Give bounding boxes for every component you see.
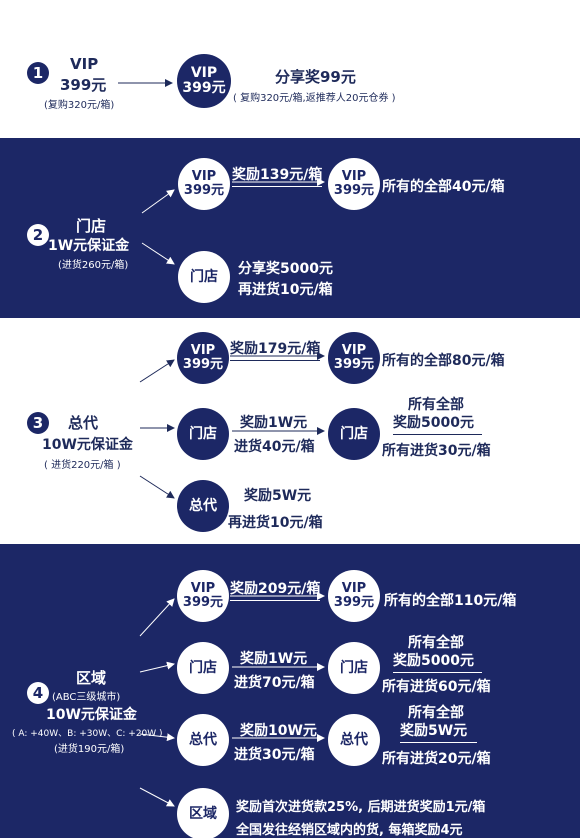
- step-number-1: 1: [27, 62, 49, 84]
- section-3-title: 总代: [68, 414, 99, 432]
- step-number-2: 2: [27, 224, 49, 246]
- section-2-reward-1: 奖励139元/箱: [232, 164, 323, 187]
- section-4-reward-3: 奖励10W元: [240, 723, 317, 739]
- section-2-subtitle: 1W元保证金: [48, 238, 130, 254]
- section-1-arrows: [118, 79, 173, 87]
- section-4-result-2a: 所有全部: [408, 635, 464, 651]
- section-3-subtitle: 10W元保证金: [42, 437, 133, 453]
- step-number-3: 3: [27, 412, 49, 434]
- section-3-reward-2: 奖励1W元: [240, 415, 308, 431]
- section-4-reward-4b: 全国发往经销区域内的货, 每箱奖励4元: [236, 823, 463, 838]
- step-number-4: 4: [27, 682, 49, 704]
- section-3-reward-1: 奖励179元/箱: [230, 338, 321, 361]
- section-4-note2: (进货190元/箱): [54, 744, 125, 755]
- section-1-subtitle: 399元: [60, 76, 107, 94]
- section-4-result-3a: 所有全部: [408, 705, 464, 721]
- section-3-reward-3b: 再进货10元/箱: [228, 515, 323, 531]
- section-1-reward: 分享奖99元: [275, 68, 356, 86]
- section-4-reward-2b: 进货70元/箱: [234, 675, 315, 691]
- section-3-result-2b: 奖励5000元: [393, 412, 482, 435]
- section-1-note: (复购320元/箱): [44, 100, 115, 111]
- section-1-reward-note: ( 复购320元/箱,返推荐人20元仓券 ): [233, 93, 396, 104]
- section-4-title: 区域: [76, 669, 107, 687]
- section-3-note: ( 进货220元/箱 ): [44, 460, 121, 471]
- section-3-reward-2b: 进货40元/箱: [234, 439, 315, 455]
- store-circle: 门店: [178, 251, 230, 303]
- section-4-result-2b: 奖励5000元: [393, 650, 482, 673]
- store-circle: 门店: [177, 408, 229, 460]
- section-2-result-1: 所有的全部40元/箱: [382, 179, 505, 195]
- section-4-subtitle: 10W元保证金: [46, 707, 137, 723]
- general-agent-circle: 总代: [177, 480, 229, 532]
- section-4-note: ( A: +40W、B: +30W、C: +20W ): [12, 729, 163, 739]
- section-4-arrows: [139, 592, 325, 807]
- general-agent-circle: 总代: [177, 714, 229, 766]
- section-4-title-note: (ABC三级城市): [52, 692, 121, 703]
- section-4-result-2c: 所有进货60元/箱: [382, 679, 491, 695]
- section-3-result-2c: 所有进货30元/箱: [382, 443, 491, 459]
- section-4-result-3c: 所有进货20元/箱: [382, 751, 491, 767]
- store-target-circle: 门店: [328, 408, 380, 460]
- section-2-arrows: [141, 178, 325, 265]
- section-4-result-1: 所有的全部110元/箱: [384, 593, 517, 609]
- section-3-arrows: [139, 352, 325, 499]
- store-target-circle: 门店: [328, 642, 380, 694]
- section-2-reward-2b: 再进货10元/箱: [238, 282, 333, 298]
- section-4-reward-2: 奖励1W元: [240, 651, 308, 667]
- store-circle: 门店: [177, 642, 229, 694]
- section-region: 区域 4 (ABC三级城市) 10W元保证金 ( A: +40W、B: +30W…: [0, 544, 580, 840]
- section-1-title: VIP: [70, 55, 99, 73]
- section-3-result-2a: 所有全部: [408, 397, 464, 413]
- section-2-reward-2: 分享奖5000元: [238, 261, 333, 277]
- section-2-note: (进货260元/箱): [58, 260, 129, 271]
- section-4-reward-4: 奖励首次进货款25%, 后期进货奖励1元/箱: [236, 800, 486, 815]
- section-4-reward-3b: 进货30元/箱: [234, 747, 315, 763]
- section-4-reward-1: 奖励209元/箱: [230, 578, 321, 601]
- general-agent-target-circle: 总代: [328, 714, 380, 766]
- region-circle: 区域: [177, 788, 229, 840]
- section-3-reward-3: 奖励5W元: [244, 488, 312, 504]
- section-4-result-3b: 奖励5W元: [400, 720, 478, 743]
- section-3-result-1: 所有的全部80元/箱: [382, 353, 505, 369]
- section-2-title: 门店: [76, 217, 107, 235]
